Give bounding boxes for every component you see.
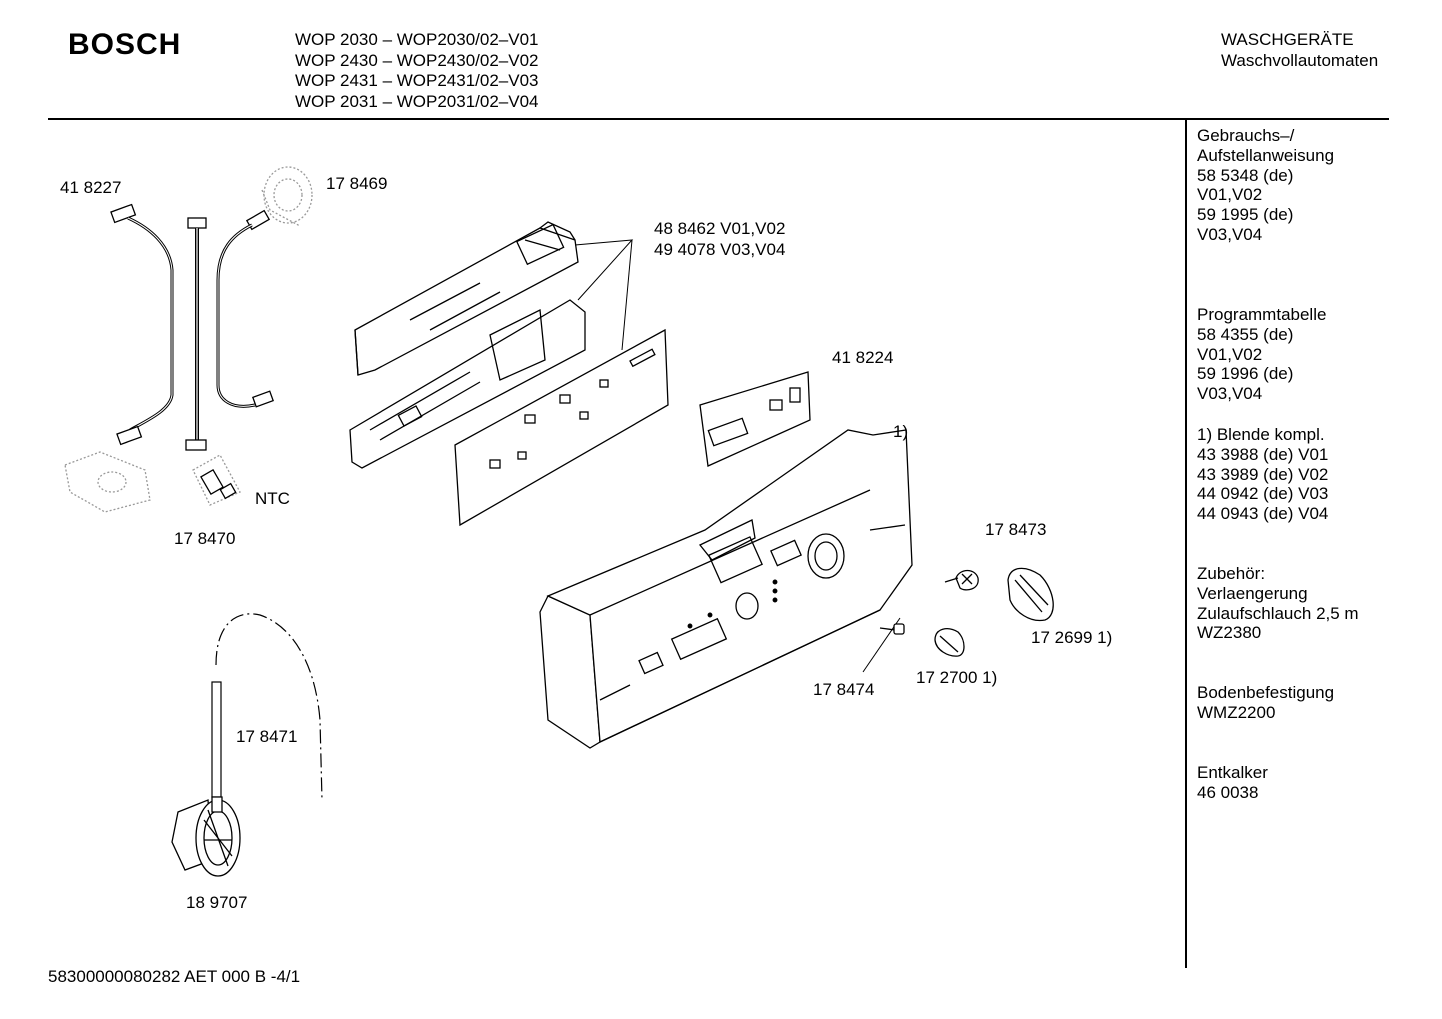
part-label: NTC <box>255 489 290 508</box>
sidebar-line: 58 5348 (de) <box>1197 165 1294 185</box>
category-subtitle: Waschvollautomaten <box>1221 50 1379 70</box>
part-label: 17 8474 <box>813 680 875 699</box>
wire-harness-418227 <box>110 203 174 446</box>
sidebar-line: Entkalker <box>1197 763 1268 782</box>
sidebar-line: WZ2380 <box>1197 623 1262 643</box>
sidebar-line: Verlaengerung <box>1197 583 1308 603</box>
model-list: WOP 2030 – WOP2030/02–V01 WOP 2430 – WOP… <box>295 30 539 112</box>
shaft-178474 <box>879 623 905 635</box>
pump-ghost-178469 <box>261 166 313 227</box>
sidebar-line: Zulaufschlauch 2,5 m <box>1197 603 1359 623</box>
header-divider <box>48 118 1389 120</box>
sidebar-line: 44 0942 (de) V03 <box>1197 484 1329 504</box>
sidebar-line: 44 0943 (de) V04 <box>1197 504 1329 524</box>
sidebar-panel: 1) Blende kompl. 43 3988 (de) V01 43 398… <box>1197 425 1328 524</box>
sidebar-line: 43 3989 (de) V02 <box>1197 464 1329 484</box>
exploded-drawing <box>64 166 1054 877</box>
model-line: WOP 2031 – WOP2031/02–V04 <box>295 91 539 111</box>
display-board-418224 <box>699 371 811 467</box>
sidebar-line: V03,V04 <box>1197 384 1263 404</box>
sidebar-floor-mount: Bodenbefestigung WMZ2200 <box>1197 683 1334 723</box>
part-label: 17 2699 1) <box>1031 628 1113 647</box>
sidebar-program-table: Programmtabelle 58 4355 (de) V01,V02 59 … <box>1197 305 1326 404</box>
brand-logo: BOSCH <box>68 28 182 61</box>
sidebar-line: 43 3988 (de) V01 <box>1197 444 1329 464</box>
sidebar-line: Programmtabelle <box>1197 305 1327 324</box>
sidebar-line: Bodenbefestigung <box>1197 683 1335 702</box>
part-label: 17 8469 <box>326 174 388 193</box>
control-panel <box>539 429 913 749</box>
wire-harness-right <box>216 209 275 408</box>
part-label: 1) <box>893 422 909 441</box>
sidebar-line: V01,V02 <box>1197 185 1263 205</box>
category-title: WASCHGERÄTE <box>1221 30 1354 49</box>
ntc-sensor <box>192 454 241 506</box>
sidebar-divider <box>1185 120 1187 968</box>
wire-harness-center <box>185 217 207 451</box>
category-block: WASCHGERÄTE Waschvollautomaten <box>1221 30 1378 71</box>
sidebar-descaler: Entkalker 46 0038 <box>1197 763 1268 803</box>
module-housing-lower <box>349 299 586 469</box>
sidebar-line: WMZ2200 <box>1197 702 1276 722</box>
part-label: 41 8227 <box>60 178 122 197</box>
module-housing-upper <box>354 221 579 376</box>
sidebar-accessories: Zubehör: Verlaengerung Zulaufschlauch 2,… <box>1197 564 1359 643</box>
sidebar-line: 59 1996 (de) <box>1197 364 1294 384</box>
part-label: 41 8224 <box>832 348 894 367</box>
part-label: 17 2700 1) <box>916 668 998 687</box>
pressure-hose-178471 <box>211 613 323 801</box>
sidebar-line: 46 0038 <box>1197 782 1259 802</box>
knob-172700 <box>934 628 965 657</box>
part-label: 18 9707 <box>186 893 248 912</box>
circuit-board-488462 <box>454 328 669 527</box>
model-line: WOP 2030 – WOP2030/02–V01 <box>295 30 539 49</box>
model-line: WOP 2431 – WOP2431/02–V03 <box>295 71 539 90</box>
part-label: 17 8473 <box>985 520 1047 539</box>
sidebar-line: V01,V02 <box>1197 344 1263 364</box>
knob-172699 <box>1007 567 1054 622</box>
sidebar-line: Zubehör: <box>1197 564 1266 583</box>
sidebar-line: Gebrauchs–/ <box>1197 126 1295 145</box>
sidebar-line: Aufstellanweisung <box>1197 145 1335 165</box>
sidebar-manual: Gebrauchs–/ Aufstellanweisung 58 5348 (d… <box>1197 126 1334 245</box>
part-label: 17 8471 <box>236 727 298 746</box>
document-code: 58300000080282 AET 000 B -4/1 <box>48 967 301 986</box>
sidebar-line: 1) Blende kompl. <box>1197 425 1325 444</box>
sidebar-line: V03,V04 <box>1197 224 1263 244</box>
part-label: 49 4078 V03,V04 <box>654 240 786 259</box>
knob-adapter-178473 <box>944 569 979 591</box>
sidebar-line: 58 4355 (de) <box>1197 324 1294 344</box>
part-label: 17 8470 <box>174 529 236 548</box>
level-sensor-189707 <box>171 796 241 877</box>
model-line: WOP 2430 – WOP2430/02–V02 <box>295 50 539 70</box>
part-label: 48 8462 V01,V02 <box>654 219 786 238</box>
sidebar-line: 59 1995 (de) <box>1197 205 1294 225</box>
pump-ghost-178470 <box>64 451 151 513</box>
